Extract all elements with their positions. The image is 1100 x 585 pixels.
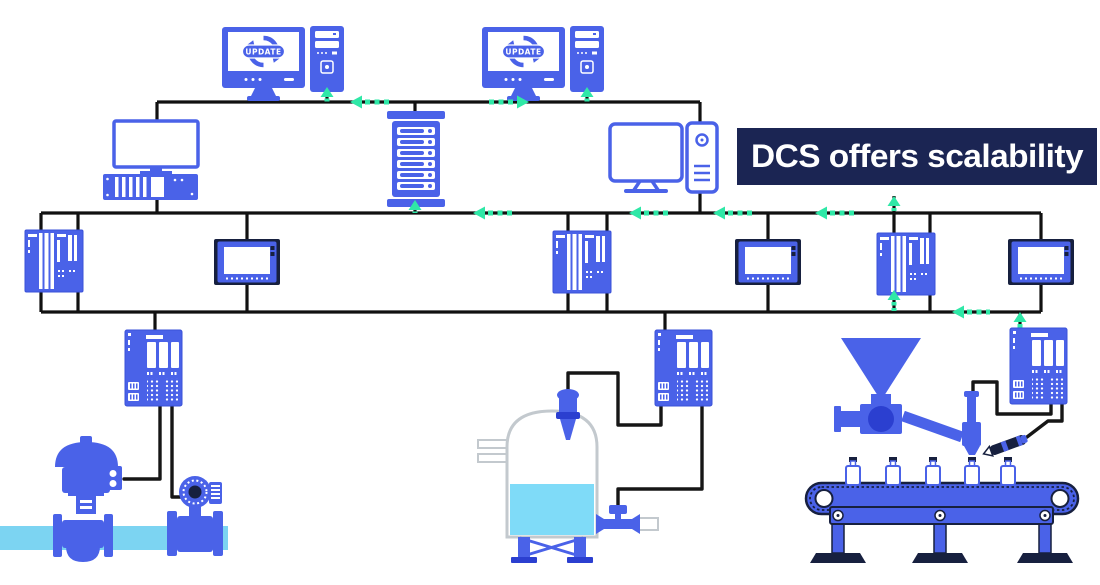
outlet-valve: [596, 505, 659, 534]
remote-io-2: [654, 329, 713, 407]
engineering-workstation-2: UPDATE: [482, 26, 604, 101]
update-badge: [241, 44, 286, 59]
pc-tower: [310, 26, 344, 92]
level-sensor: [556, 389, 580, 440]
server-rack: [387, 111, 445, 207]
bottles: [845, 457, 1016, 486]
bottle: [885, 457, 901, 486]
data-flow-arrows: [320, 87, 1027, 329]
update-label: UPDATE: [245, 48, 281, 57]
filling-nozzle: [962, 391, 981, 455]
plc-controller-2: [552, 230, 612, 294]
plc-controller-3: [876, 232, 936, 296]
bottle: [845, 457, 861, 486]
pc-tower: [570, 26, 604, 92]
desktop-pc: [608, 121, 719, 194]
conveyor-belt: [804, 481, 1080, 563]
hmi-panel-2: [735, 239, 801, 285]
bottle: [964, 457, 980, 486]
banner: DCS offers scalability: [737, 128, 1097, 185]
banner-text: DCS offers scalability: [751, 138, 1084, 174]
engineering-workstation-1: UPDATE: [222, 26, 344, 101]
storage-tank: [477, 409, 599, 563]
bottle: [1000, 457, 1016, 486]
remote-io-3: [1009, 327, 1068, 405]
server-slots: [397, 127, 435, 190]
analytical-probe: [982, 434, 1028, 457]
hmi-panel-3: [1008, 239, 1074, 285]
flow-meter: [167, 476, 223, 556]
hmi-panel-1: [214, 239, 280, 285]
update-label: UPDATE: [505, 48, 541, 57]
operator-station: [103, 119, 200, 200]
field-wiring: [122, 371, 1064, 508]
remote-io-1: [124, 329, 183, 407]
bottle: [925, 457, 941, 486]
plc-controller-1: [24, 229, 84, 293]
update-badge: [501, 44, 546, 59]
control-valve: [53, 436, 122, 562]
hopper-feeder: [834, 338, 964, 443]
